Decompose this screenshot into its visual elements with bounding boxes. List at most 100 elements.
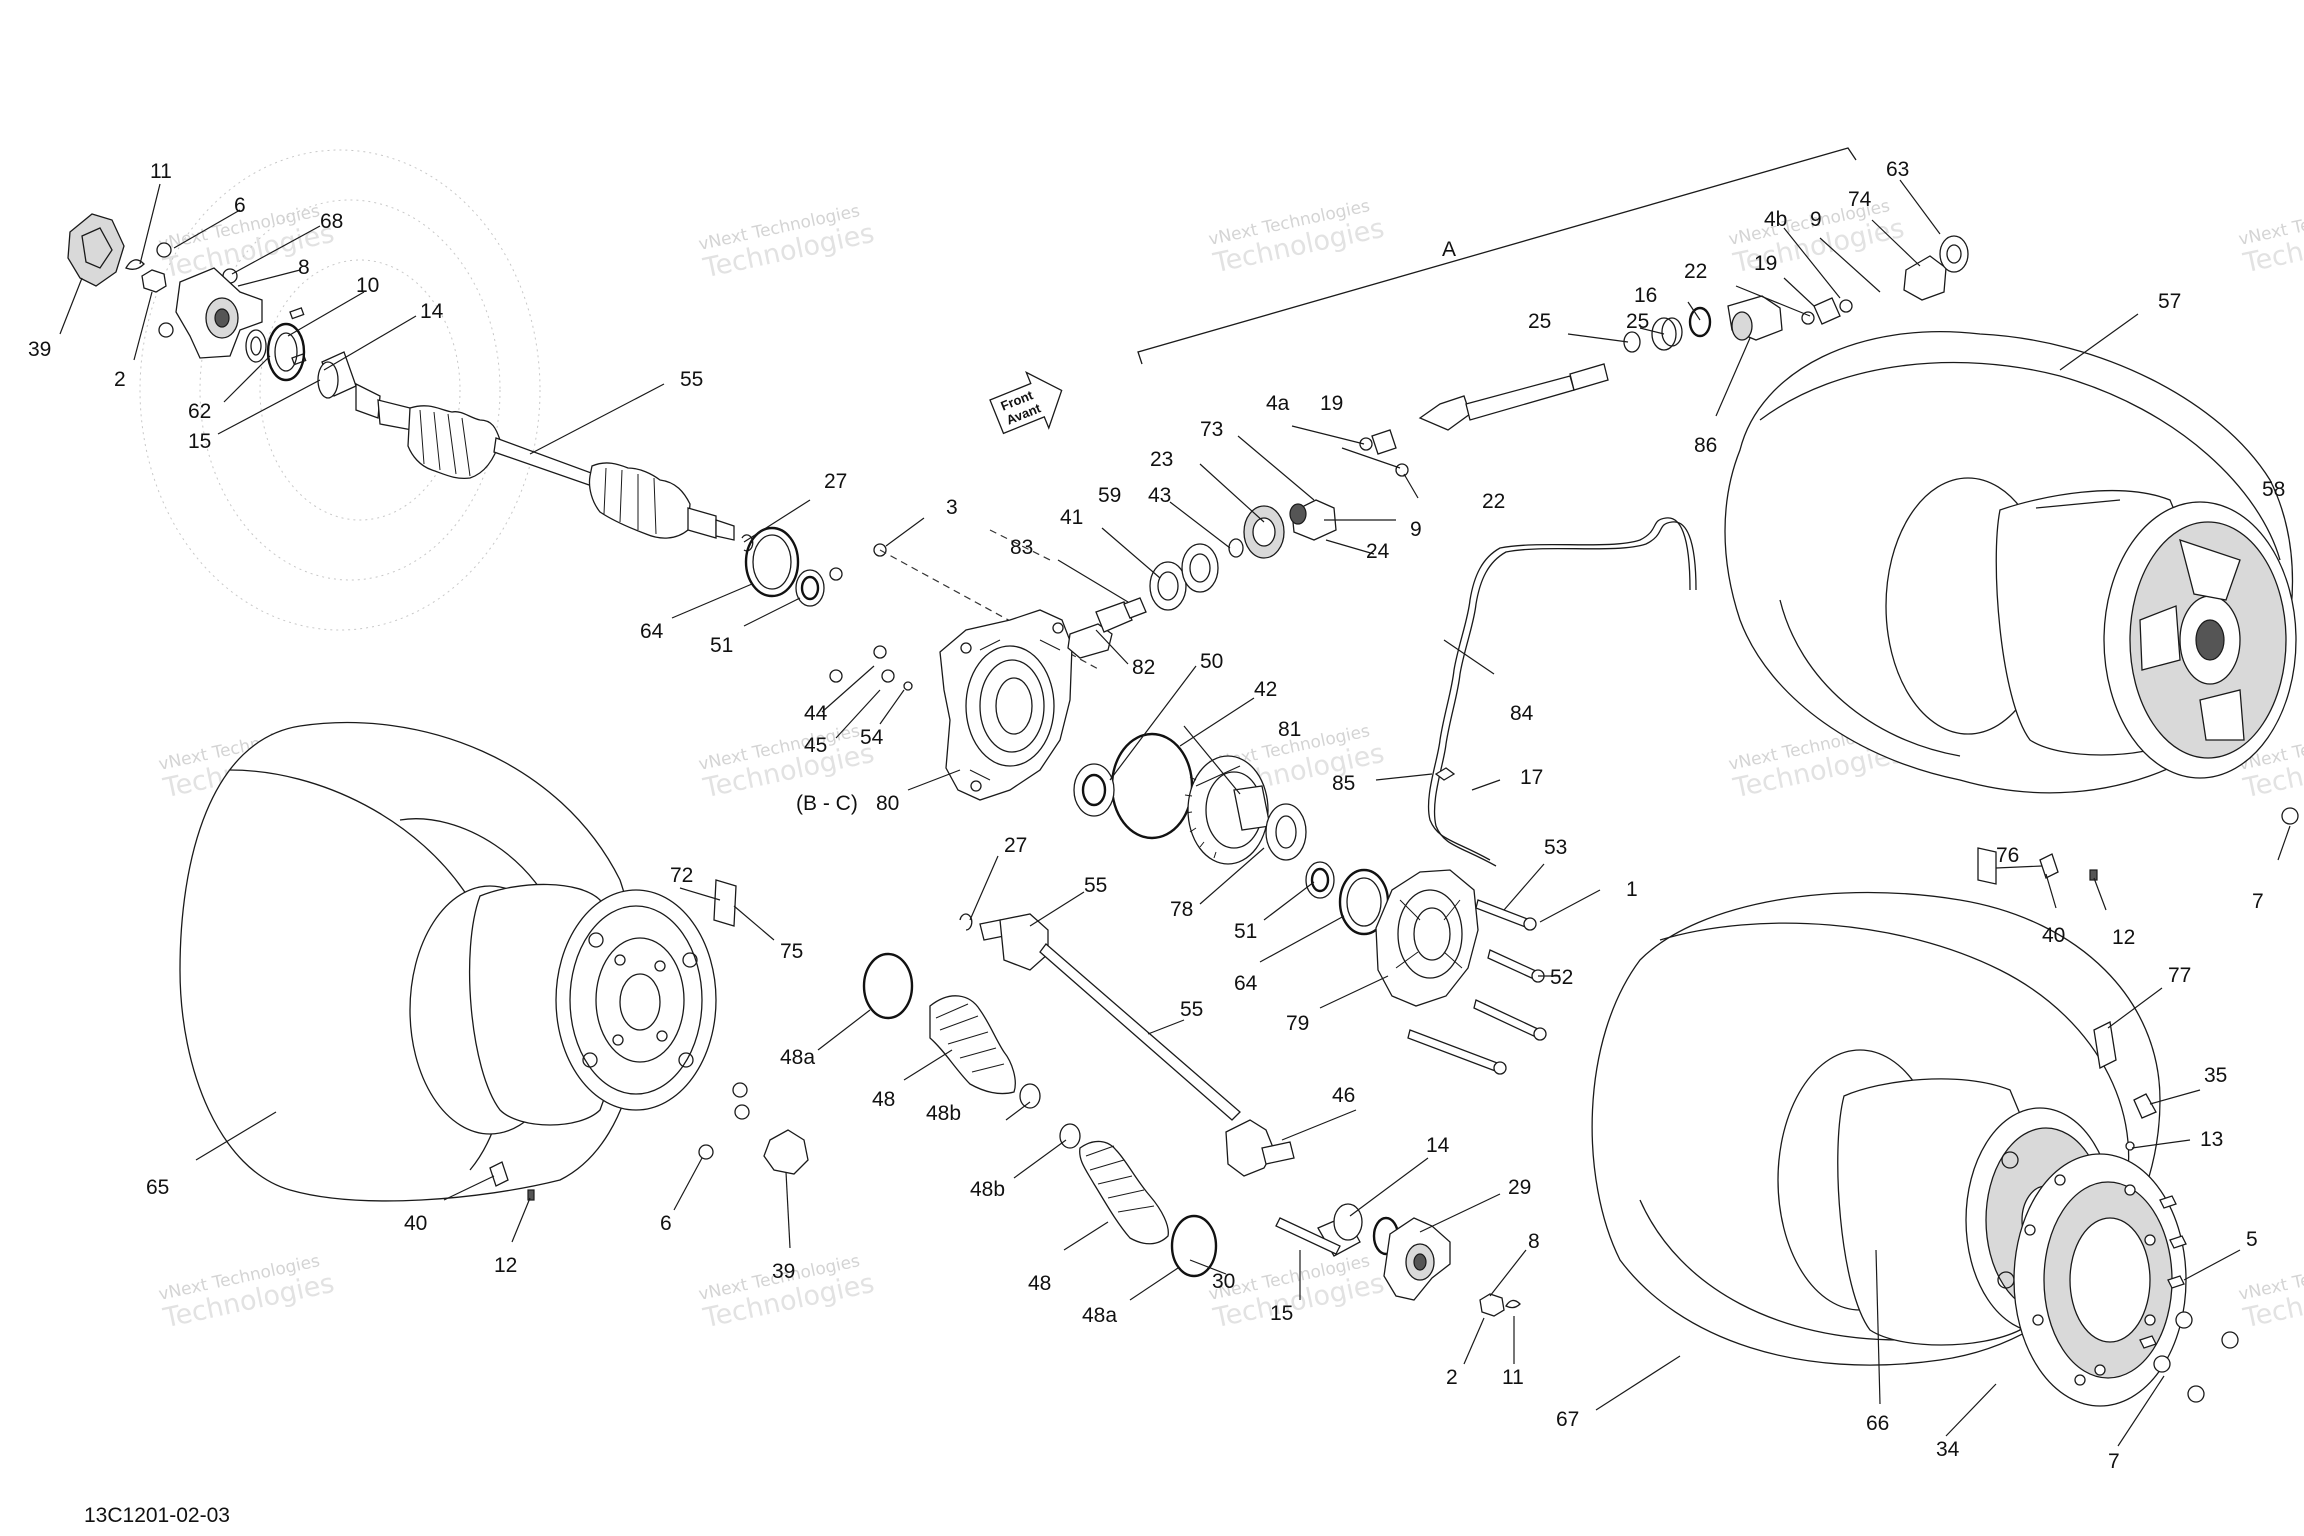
callout-78: 78 [1170, 898, 1193, 921]
weight-77 [2093, 1021, 2117, 1069]
hub-flange-68 [175, 267, 263, 359]
callout-8: 8 [1528, 1230, 1540, 1253]
nut-2-top [141, 269, 167, 293]
callout-68: 68 [320, 210, 343, 233]
cap-12-left [527, 1189, 535, 1201]
callout-16: 16 [1634, 284, 1657, 307]
callout-43: 43 [1148, 484, 1171, 507]
callout-64: 64 [1234, 972, 1258, 995]
weight-76 [1977, 847, 1997, 885]
callout-58: 58 [2262, 478, 2285, 501]
callout-52: 52 [1550, 966, 1573, 989]
callout-39: 39 [28, 338, 51, 361]
callout-48b: 48b [970, 1178, 1005, 1201]
cap-13 [2125, 1141, 2135, 1151]
callout-81: 81 [1278, 718, 1301, 741]
callout-12: 12 [2112, 926, 2135, 949]
callout-2: 2 [114, 368, 126, 391]
callout-40: 40 [2042, 924, 2065, 947]
spacer-14-top [317, 351, 357, 399]
valve-40-left [489, 1161, 509, 1187]
o-ring-42 [1110, 732, 1194, 840]
callout-6: 6 [234, 194, 246, 217]
bearing-50 [1073, 763, 1115, 817]
phantom-wheel-outline [139, 149, 541, 631]
bolts-5 [2139, 1195, 2187, 1349]
seal-25 [1623, 317, 1683, 353]
callout-15: 15 [188, 430, 211, 453]
pinion-gear-82 [1067, 601, 1133, 659]
callout-34: 34 [1936, 1438, 1960, 1461]
boot-48-lower [1079, 1140, 1169, 1245]
callout-14: 14 [420, 300, 444, 323]
callout-48: 48 [872, 1088, 895, 1111]
seal-83 [1123, 597, 1147, 619]
drive-shaft-55-top [355, 382, 735, 541]
callout-48: 48 [1028, 1272, 1051, 1295]
callout-15: 15 [1270, 1302, 1293, 1325]
cotter-pin-11-bottom [1505, 1299, 1521, 1309]
callout-9: 9 [1410, 518, 1422, 541]
callout-2: 2 [1446, 1366, 1458, 1389]
rim-72 [468, 883, 717, 1126]
callout-4b: 4b [1764, 208, 1787, 231]
callout-72: 72 [670, 864, 693, 887]
plugs-44-45-54 [829, 645, 913, 691]
seal-10-top [245, 329, 267, 363]
callout-25: 25 [1528, 310, 1551, 333]
callout-1: 1 [1626, 878, 1638, 901]
callout-4a: 4a [1266, 392, 1290, 415]
vent-hose-84 [1427, 517, 1697, 867]
bearing-51-top [795, 569, 825, 607]
bolts-1-52-53 [1407, 899, 1547, 1075]
bracket-line-a [1137, 147, 1857, 365]
callout-55: 55 [680, 368, 703, 391]
clip-17 [1434, 767, 1456, 781]
callout-a: A [1442, 238, 1456, 261]
clamp-48b-lower [1059, 1123, 1081, 1149]
yoke-74 [1903, 255, 1947, 301]
callout-7: 7 [2252, 890, 2264, 913]
seal-ring-64-top [744, 526, 800, 598]
callout-48a: 48a [780, 1046, 815, 1069]
callout-54: 54 [860, 726, 884, 749]
callout-10: 10 [356, 274, 379, 297]
callout-86: 86 [1694, 434, 1717, 457]
bearing-78 [1265, 803, 1307, 861]
washer-43 [1228, 538, 1244, 558]
callout-62: 62 [188, 400, 211, 423]
callout-44: 44 [804, 702, 828, 725]
callout-7: 7 [2108, 1450, 2120, 1473]
callout-b-c: (B - C) [796, 792, 858, 815]
nuts-6-bottom-left [698, 1082, 750, 1160]
drive-shaft-55-bottom [959, 913, 1295, 1177]
bearing-51-mid [1305, 861, 1335, 899]
boot-48-upper [929, 995, 1016, 1095]
drawing-code: 13C1201-02-03 [84, 1504, 230, 1527]
front-arrow: Front Avant [989, 371, 1063, 435]
callout-85: 85 [1332, 772, 1355, 795]
callout-45: 45 [804, 734, 827, 757]
cotter-pin-11-top [125, 259, 145, 270]
callout-48a: 48a [1082, 1304, 1117, 1327]
propeller-shaft [1418, 363, 1609, 431]
callout-50: 50 [1200, 650, 1223, 673]
clamp-48a-upper [862, 952, 914, 1020]
callout-19: 19 [1754, 252, 1777, 275]
callout-23: 23 [1150, 448, 1173, 471]
nut-2-bottom [1479, 1293, 1505, 1317]
valve-35 [2133, 1093, 2157, 1119]
callout-55: 55 [1084, 874, 1107, 897]
callout-35: 35 [2204, 1064, 2227, 1087]
callout-80: 80 [876, 792, 899, 815]
callout-6: 6 [660, 1212, 672, 1235]
bearing-59 [1181, 543, 1219, 593]
studs-15-bottom [1275, 1217, 1341, 1255]
differential-housing-80 [939, 609, 1073, 801]
callout-9: 9 [1810, 208, 1822, 231]
callout-53: 53 [1544, 836, 1567, 859]
callout-27: 27 [1004, 834, 1027, 857]
cross-4b [1801, 297, 1853, 325]
cover-79 [1375, 869, 1479, 1007]
bearing-62-top [266, 322, 306, 382]
